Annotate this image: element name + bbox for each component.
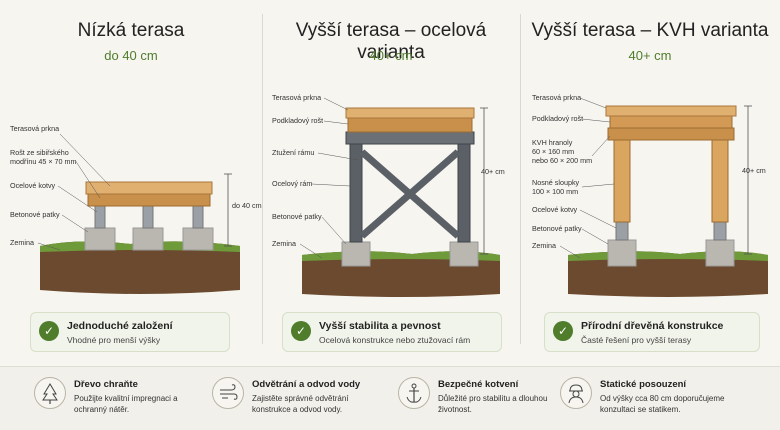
steel-anchor (142, 205, 154, 229)
concrete-footing (449, 241, 479, 267)
panel-kvh-terrace: Vyšší terasa – KVH varianta 40+ cm 40+ c… (520, 0, 780, 362)
tip-title: Bezpečné kotvení (438, 379, 519, 390)
panel-height-note: 40+ cm (628, 48, 672, 63)
tree-icon (34, 377, 66, 409)
kvh-terrace-illustration: 40+ cm Terasová prkna Podkladový rošt KV… (532, 93, 768, 297)
tip-title: Odvětrání a odvod vody (252, 379, 361, 390)
brace (359, 149, 461, 239)
dimension-label: do 40 cm (232, 201, 262, 210)
card-title: Přírodní dřevěná konstrukce (581, 320, 724, 332)
tip-text: Zajistěte správné odvětrání konstrukce a… (252, 394, 349, 414)
concrete-footing (705, 239, 735, 267)
engineer-icon (560, 377, 592, 409)
label-posts-1: Nosné sloupky (532, 178, 580, 187)
sub-frame (609, 115, 733, 129)
tips-bar: Dřevo chraňte Použijte kvalitní impregna… (0, 366, 780, 430)
tip-title: Statické posouzení (600, 379, 687, 390)
divider (520, 14, 521, 344)
panel-title: Nízká terasa (77, 20, 185, 41)
info-card: ✓ Vyšší stabilita a pevnost Ocelová kons… (282, 312, 502, 352)
label-deck: Terasová prkna (10, 124, 59, 133)
dimension-label: 40+ cm (481, 167, 505, 176)
card-text: Časté řešení pro vyšší terasy (581, 335, 692, 345)
panel-title: Vyšší terasa – ocelová varianta (295, 20, 487, 63)
label-soil: Zemina (10, 238, 34, 247)
concrete-footing (607, 239, 637, 267)
label-steel-frame: Ocelový rám (272, 179, 312, 188)
label-posts-2: 100 × 100 mm (532, 187, 578, 196)
tip-text: Důležité pro stabilitu a dlouhou životno… (438, 394, 548, 414)
check-icon: ✓ (39, 321, 59, 341)
panel-height-note: 40+ cm (369, 48, 413, 63)
concrete-footing (341, 241, 371, 267)
sub-frame (347, 117, 473, 133)
timber-post (613, 139, 631, 223)
label-joists-1: Rošt ze sibiřského (10, 148, 69, 157)
tip-text: Použijte kvalitní impregnaci a ochranný … (74, 394, 178, 414)
steel-anchor (615, 221, 629, 241)
label-joists-2: modřínu 45 × 70 mm (10, 157, 77, 166)
check-icon: ✓ (553, 321, 573, 341)
steel-anchor (713, 221, 727, 241)
card-title: Vyšší stabilita a pevnost (319, 320, 441, 332)
panel-low-terrace: Nízká terasa do 40 cm do 40 cm Terasová … (0, 0, 262, 362)
deck-boards (345, 107, 475, 119)
soil (40, 241, 240, 294)
label-soil: Zemina (272, 239, 296, 248)
label-kvh-2: 60 × 160 mm (532, 147, 574, 156)
concrete-footing (132, 227, 164, 251)
info-card: ✓ Přírodní dřevěná konstrukce Časté řeše… (544, 312, 760, 352)
panel-title: Vyšší terasa – KVH varianta (531, 20, 769, 41)
info-card: ✓ Jednoduché založení Vhodné pro menší v… (30, 312, 230, 352)
steel-anchor (94, 205, 106, 229)
deck-boards (85, 181, 213, 195)
low-terrace-illustration: do 40 cm Terasová prkna Rošt ze sibiřské… (10, 124, 262, 294)
dimension-label: 40+ cm (742, 166, 766, 175)
label-subframe: Podkladový rošt (272, 116, 323, 125)
larch-joists (87, 193, 211, 207)
label-anchors: Ocelové kotvy (532, 205, 578, 214)
label-deck: Terasová prkna (272, 93, 321, 102)
label-subframe: Podkladový rošt (532, 114, 583, 123)
kvh-beam (607, 127, 735, 141)
label-footings: Betonové patky (10, 210, 60, 219)
panel-steel-terrace: Vyšší terasa – ocelová varianta 40+ cm 4… (262, 0, 520, 362)
steel-beam (345, 131, 475, 145)
label-footings: Betonové patky (272, 212, 322, 221)
steel-column (457, 143, 471, 243)
concrete-footing (84, 227, 116, 251)
label-deck: Terasová prkna (532, 93, 581, 102)
divider (262, 14, 263, 344)
wind-icon (212, 377, 244, 409)
steel-terrace-illustration: 40+ cm Terasová prkna Podkladový rošt Zt… (272, 93, 505, 297)
label-footings: Betonové patky (532, 224, 582, 233)
concrete-footing (182, 227, 214, 251)
timber-post (711, 139, 729, 223)
label-soil: Zemina (532, 241, 556, 250)
check-icon: ✓ (291, 321, 311, 341)
label-kvh-1: KVH hranoly (532, 138, 573, 147)
card-title: Jednoduché založení (67, 320, 173, 332)
anchor-icon (398, 377, 430, 409)
label-kvh-3: nebo 60 × 200 mm (532, 156, 592, 165)
tip-text: Od výšky cca 80 cm doporučujeme konzulta… (600, 394, 725, 414)
card-text: Vhodné pro menší výšky (67, 335, 161, 345)
label-bracing: Ztužení rámu (272, 148, 314, 157)
label-anchors: Ocelové kotvy (10, 181, 56, 190)
steel-anchor (192, 205, 204, 229)
card-text: Ocelová konstrukce nebo ztužovací rám (319, 335, 471, 345)
panel-height-note: do 40 cm (104, 48, 158, 63)
tip-title: Dřevo chraňte (74, 379, 138, 390)
deck-boards (605, 105, 737, 117)
